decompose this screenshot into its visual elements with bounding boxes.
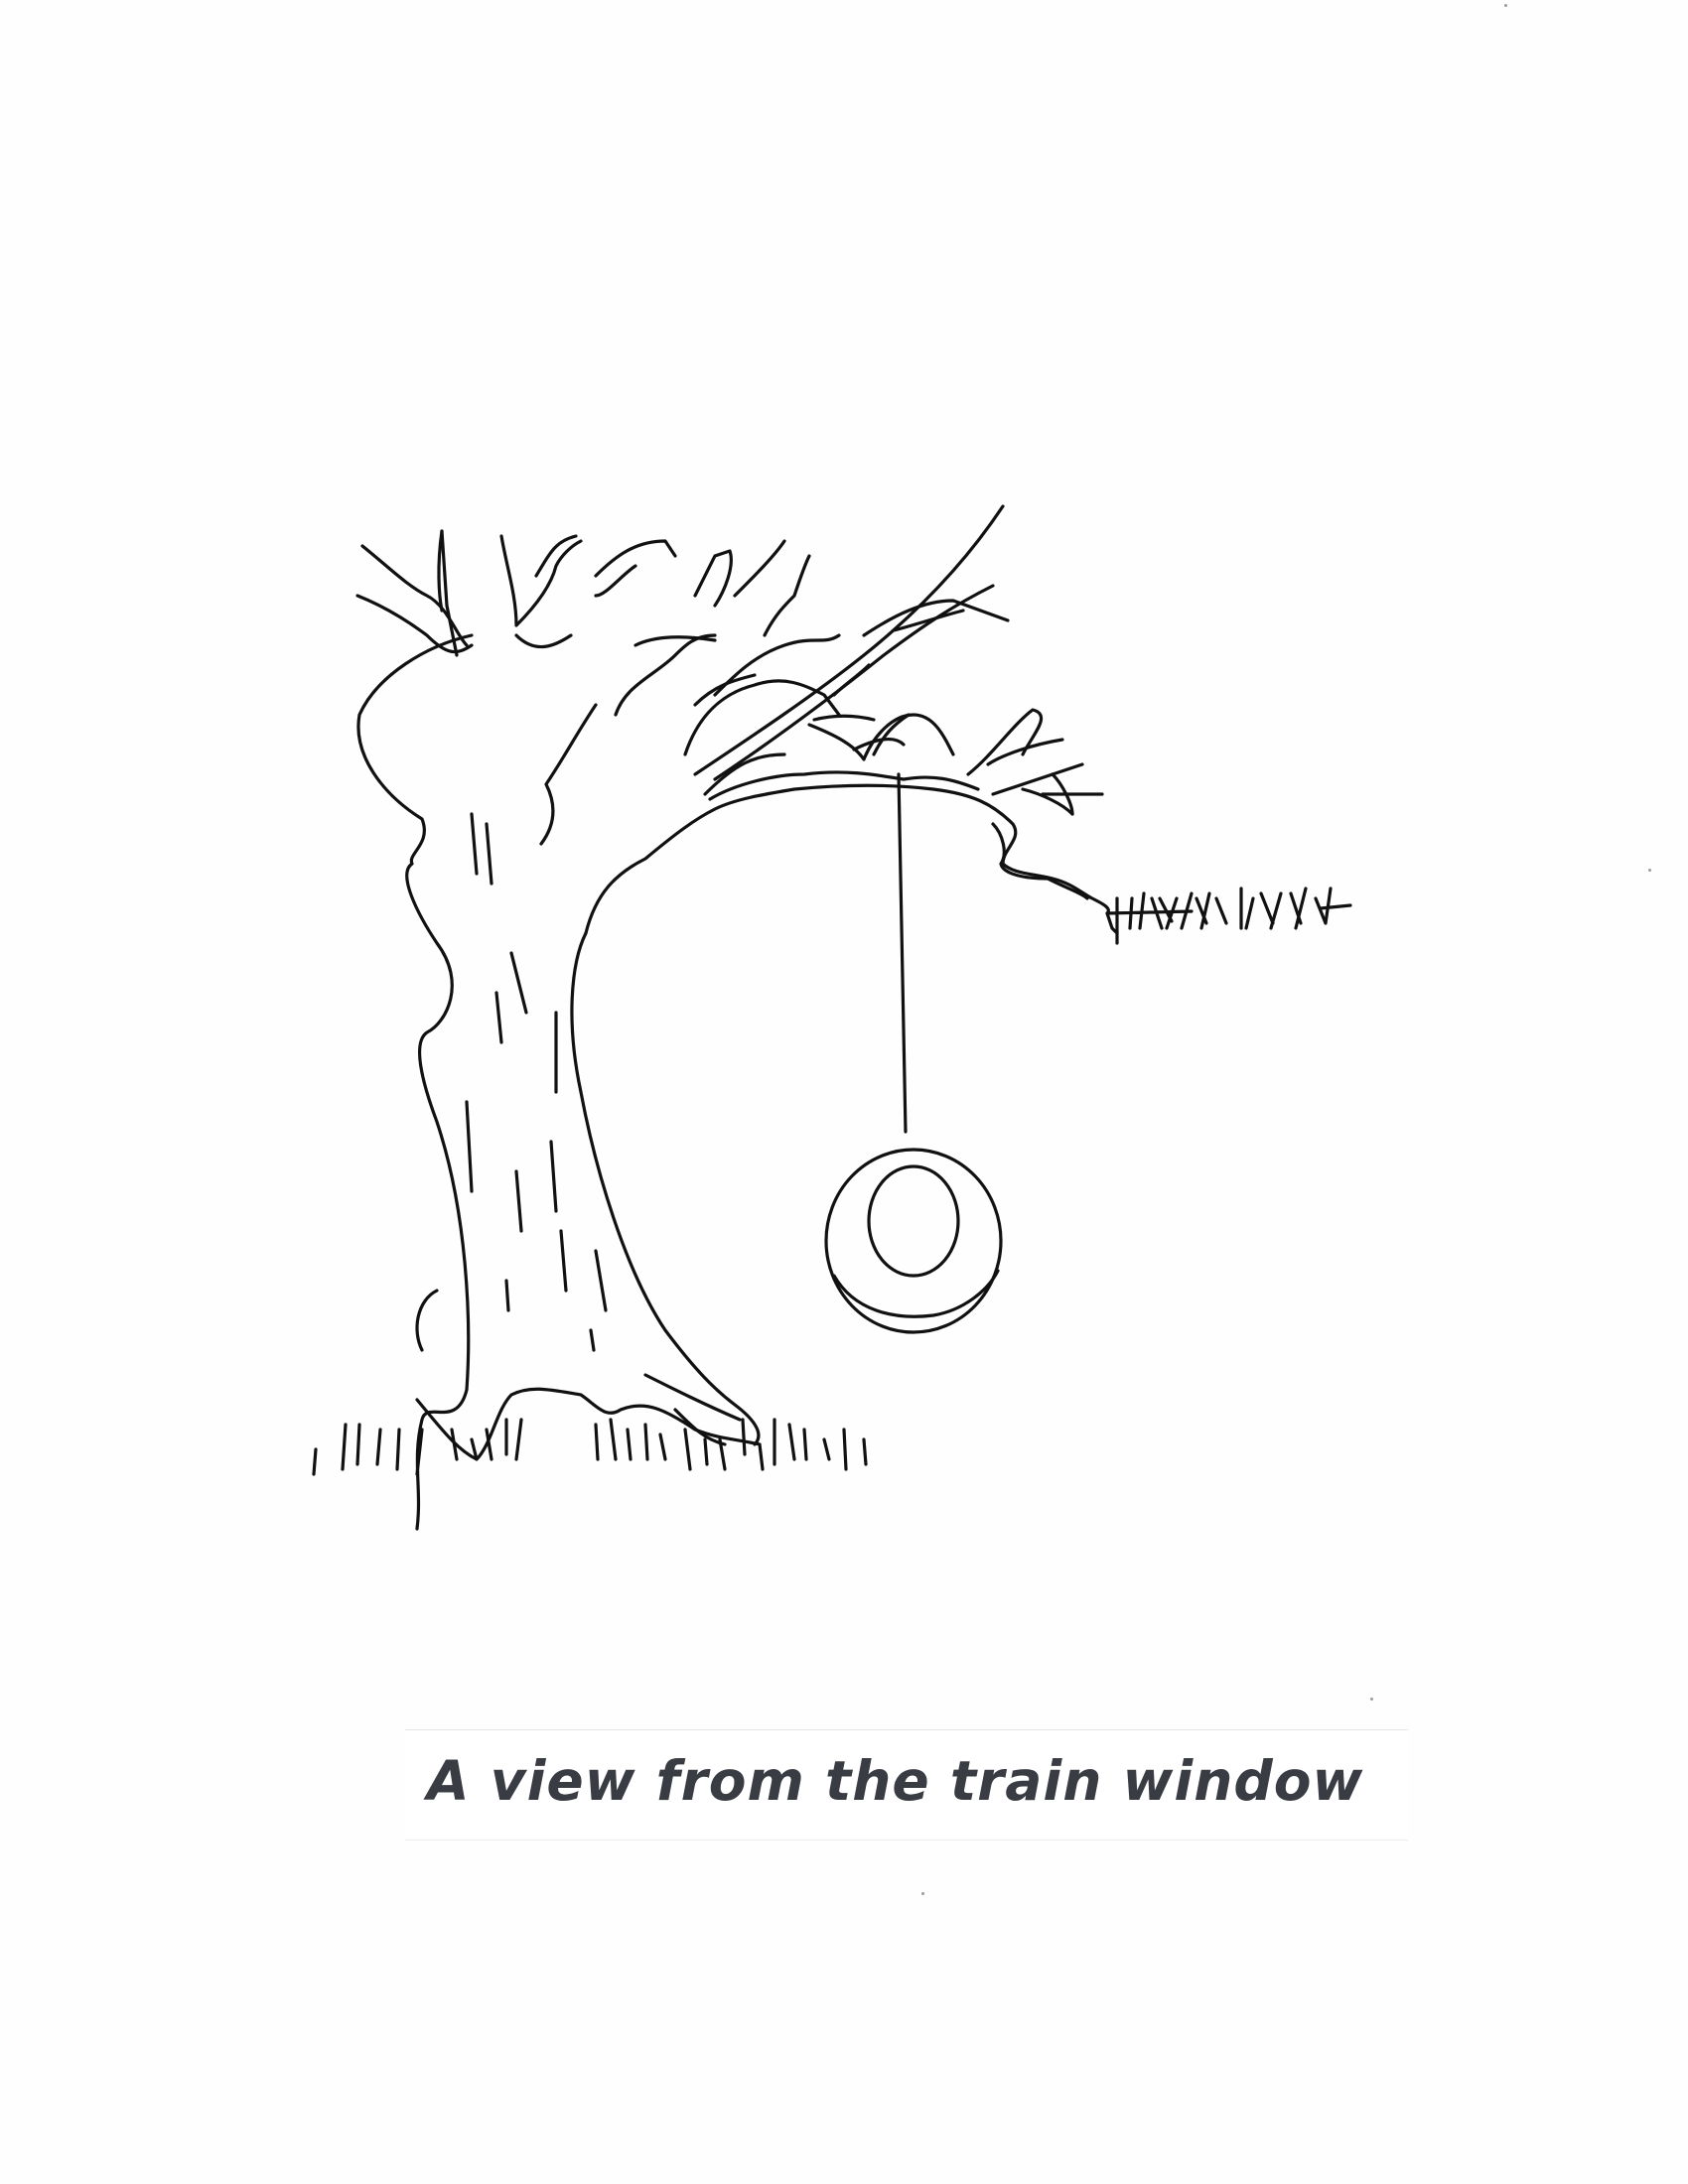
tally-marks [1105, 887, 1352, 945]
bark-10 [504, 1279, 510, 1312]
branch-twig-right-4 [986, 738, 1064, 766]
branch-fork-right-2 [892, 609, 965, 632]
paper-speck [1370, 1698, 1373, 1701]
bark-3 [509, 951, 528, 1015]
caption-text: A view from the train window [427, 1749, 1364, 1813]
branch-left-fork [360, 544, 469, 647]
branch-crown-4 [594, 539, 677, 578]
branch-twig-right-1 [807, 713, 955, 761]
branch-twig-right-5 [991, 762, 1084, 796]
bark-2 [485, 822, 493, 886]
paper-speck [921, 1892, 924, 1895]
branch-arc-inner-2 [812, 714, 876, 722]
branch-crown-11 [763, 554, 811, 637]
grass-strokes [312, 1418, 868, 1476]
swing-rope [897, 772, 908, 1134]
bark-5 [465, 1100, 474, 1193]
tire-tread [832, 1269, 1000, 1318]
branch-crown-13 [683, 679, 841, 756]
branch-long-diagonal-2 [713, 584, 995, 781]
branch-upper-edge [703, 752, 786, 796]
bark-1 [470, 812, 479, 876]
trunk-base-left-bump [415, 1289, 439, 1352]
branch-twig-right-2 [872, 713, 911, 756]
branch-crown-5 [594, 564, 637, 598]
branch-fork-right [862, 599, 1010, 637]
branch-twig-zigzag [991, 822, 1089, 900]
trunk-left-outline [356, 633, 474, 1531]
branch-crown-2 [534, 534, 578, 578]
branch-crown-3 [514, 633, 573, 649]
branch-crown-9 [693, 549, 733, 608]
paper-speck [1504, 4, 1507, 7]
root-line-1 [643, 1373, 742, 1422]
branch-twig-right-6 [1021, 787, 1074, 816]
branch-crown-14 [693, 673, 757, 707]
branch-crown-10 [733, 539, 786, 598]
caption-strip [405, 1729, 1408, 1841]
bark-6 [514, 1169, 523, 1233]
branch-spike-left-2 [437, 529, 444, 613]
branch-crown-8 [614, 633, 717, 717]
branch-left-fork-2 [355, 594, 474, 654]
branch-crown-7 [539, 703, 598, 846]
branch-arc-inner [832, 663, 871, 697]
branch-crown-6 [633, 635, 717, 647]
branch-crown-1 [499, 534, 583, 627]
paper-speck [1648, 869, 1651, 872]
bark-8 [549, 1140, 558, 1213]
main-branch-arc [584, 783, 1119, 935]
tire-outer [824, 1148, 1003, 1334]
branch-twig-right-8 [1051, 772, 1074, 816]
tire-inner [867, 1164, 960, 1278]
main-branch-top [708, 770, 980, 801]
branch-arc-mid [852, 737, 906, 751]
bark-9 [559, 1229, 568, 1293]
bark-4 [494, 991, 503, 1044]
branch-twig-right-3 [966, 708, 1044, 776]
bark-12 [589, 1328, 596, 1352]
trunk-right-outline [570, 931, 761, 1446]
bark-11 [594, 1249, 608, 1312]
branch-crown-12 [713, 633, 841, 697]
root-line-2 [673, 1408, 727, 1446]
trunk-base-roots [415, 1387, 762, 1461]
branch-spike-left [440, 529, 459, 657]
branch-long-diagonal [693, 504, 1005, 776]
